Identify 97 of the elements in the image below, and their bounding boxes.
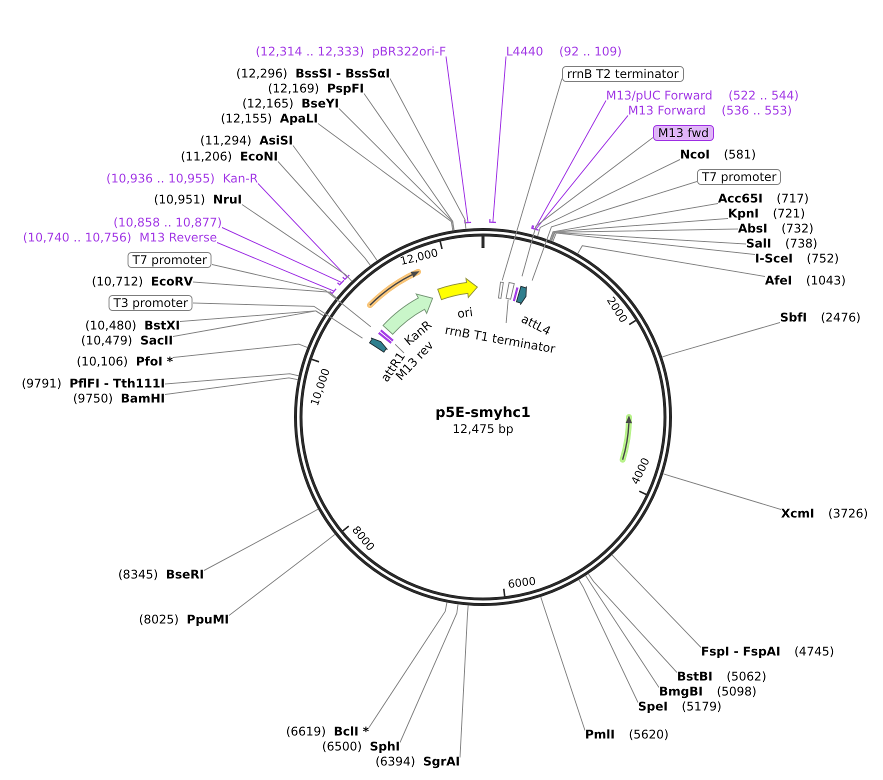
leader-line [662,322,780,358]
restriction-site-label: Acc65I (717) [718,192,809,206]
primer-label: (10,858 .. 10,877) [113,216,222,230]
restriction-site-label: (6394) SgrAI [375,754,460,770]
leader-line [550,218,728,241]
restriction-site-label: (9750) BamHI [73,392,165,406]
leader-line [400,604,458,743]
leader-line [552,232,756,255]
restriction-site-label: NcoI (581) [680,148,756,162]
primer-label: (12,314 .. 12,333) pBR322ori-F [256,44,446,60]
restriction-site-label: (10,712) EcoRV [92,274,193,290]
restriction-site-label: KpnI (721) [728,206,806,222]
restriction-site-label: BstBI (5062) [677,670,766,684]
restriction-site-label: AbsI (732) [738,222,814,236]
leader-line [222,227,342,284]
leader-line [551,232,746,244]
leader-line [242,204,352,282]
leader-line [612,554,702,648]
leader-line [164,373,300,384]
leader-line [588,573,678,673]
leader-line [540,596,586,731]
feature-label: rrnB T2 terminator [562,66,684,82]
leader-line [172,310,324,337]
restriction-site-label: I-SceI (752) [755,252,839,266]
leader-line [164,377,298,395]
restriction-site-label: XcmI (3726) [781,506,868,522]
restriction-site-label: SalI (738) [746,236,818,252]
leader-line [318,123,454,231]
restriction-site-label: (12,165) BseYI [242,96,339,112]
tick-label: 4000 [629,456,652,487]
leader-line [662,473,782,510]
leader-line [532,181,698,282]
leader-line [492,56,506,223]
tick-label: 12,000 [400,247,440,268]
plasmid-name: p5E-smyhc1 [435,405,531,421]
tick-label: 10,000 [309,367,333,408]
restriction-site-label: (12,155) ApaLI [220,112,318,126]
leader-line [258,183,348,278]
leader-line [506,299,509,324]
leader-line [578,579,638,703]
feature-label: T7 promoter [128,252,212,268]
leader-line [537,159,680,237]
leader-line [212,264,372,328]
restriction-site-label: BmgBI (5098) [659,684,757,700]
leader-line [368,602,448,728]
leader-line [522,137,654,277]
leader-line [192,282,337,298]
restriction-site-label: (11,294) AsiSI [200,134,293,148]
leader-line [364,93,455,231]
tick-label: 6000 [507,576,536,592]
leader-line [534,100,606,230]
restriction-site-label: (12,169) PspFI [268,82,364,96]
leader-line [292,145,378,261]
primer-label: (10,740 .. 10,756) M13 Reverse [22,230,217,246]
restriction-site-label: PmlI (5620) [585,728,669,742]
leader-line [390,78,466,230]
feature-label: attL4 [518,312,554,338]
leader-line [192,302,363,339]
primer-label: M13 Forward (536 .. 553) [628,104,792,118]
feature-label: T3 promoter [108,295,193,311]
restriction-site-label: (10,479) SacII [81,334,173,348]
restriction-site-label: FspI - FspAI (4745) [701,644,834,660]
leader-line [535,115,628,230]
restriction-site-label: (10,951) NruI [154,192,242,208]
restriction-site-label: AfeI (1043) [765,274,846,288]
sequence-length: 12,475 bp [452,422,514,436]
restriction-site-label: (11,206) EcoNI [180,150,278,164]
primer-label: L4440 (92 .. 109) [506,44,622,60]
restriction-site-label: (9791) PflFI - Tth111I [22,376,165,392]
restriction-site-label: (10,106) PfoI * [76,354,173,370]
restriction-site-label: (10,480) BstXI [85,318,180,334]
feature-label: T7 promoter [697,169,782,185]
leader-line [204,508,319,571]
restriction-site-label: (8025) PpuMI [138,612,229,628]
restriction-site-label: (12,296) BssSI - BssSαI [236,66,390,82]
leader-line [394,344,404,354]
leader-line [585,575,660,688]
leader-line [460,604,469,758]
restriction-site-label: (6500) SphI [322,740,400,754]
leader-line [446,56,469,224]
leader-line [172,344,308,358]
leader-line [550,228,738,242]
leader-line [228,534,336,616]
leader-line [216,242,335,292]
restriction-site-label: SpeI (5179) [638,700,722,714]
primer-label: (10,936 .. 10,955) Kan-R [106,172,258,186]
feature-label: ori [456,304,474,322]
feature-label: M13 fwd [653,125,714,141]
leader-line [549,203,718,241]
restriction-site-label: SbfI (2476) [780,310,861,326]
restriction-site-label: (6619) BclI * [286,724,369,740]
leader-line [338,108,454,231]
restriction-site-label: (8345) BseRI [118,568,204,582]
primer-label: M13/pUC Forward (522 .. 544) [606,88,799,104]
leader-line [577,245,766,277]
leader-line [278,161,371,266]
leader-line [502,78,562,281]
